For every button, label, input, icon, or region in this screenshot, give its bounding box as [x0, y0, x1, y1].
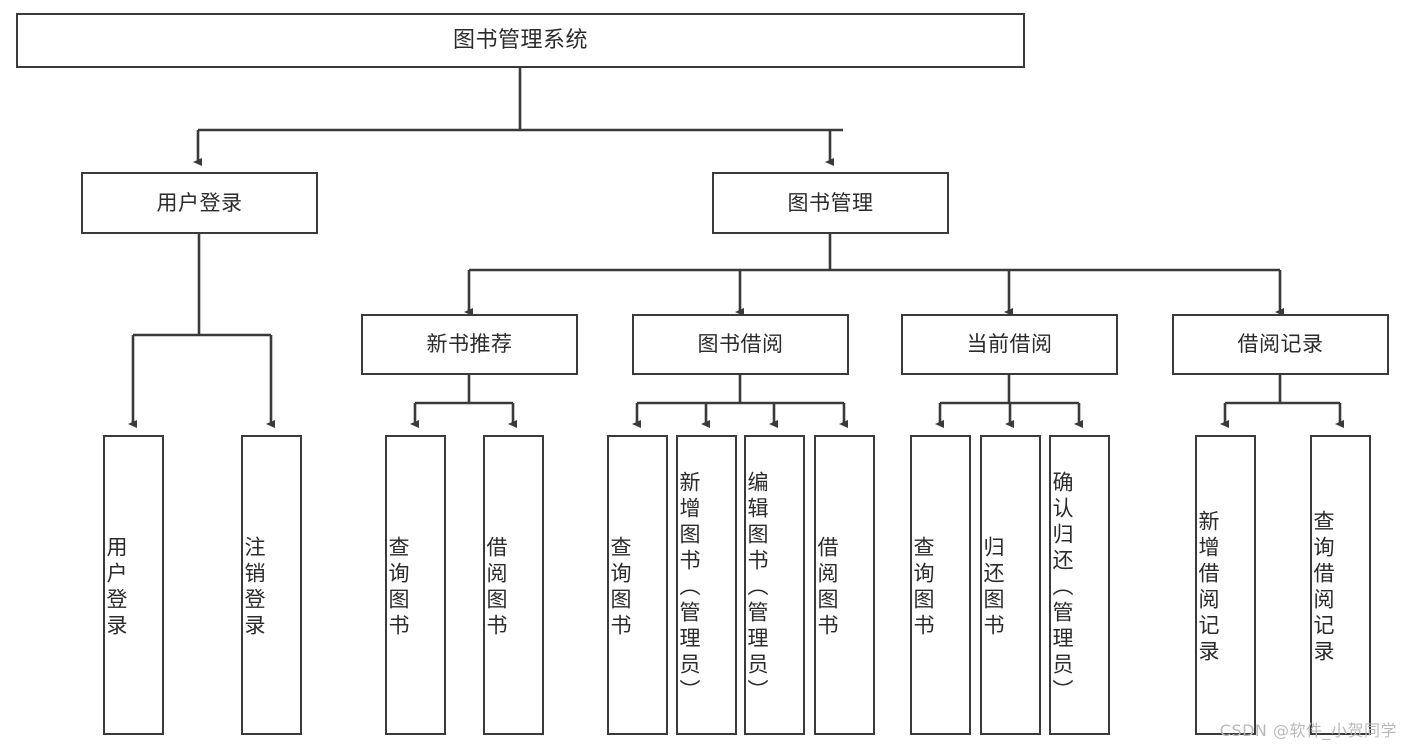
node-label: 新书推荐 [426, 332, 513, 357]
node-label: 图书管理 [787, 190, 874, 215]
leaf-new-book-query[interactable]: 查询图书 [385, 435, 446, 735]
node-label: 查询图书 [608, 536, 632, 640]
node-label: 注销登录 [242, 536, 266, 640]
node-label: 查询图书 [911, 536, 935, 640]
node-label: 借阅图书 [815, 536, 839, 640]
leaf-user-login-logout[interactable]: 注销登录 [241, 435, 302, 735]
node-label: 用户登录 [104, 536, 128, 640]
node-label: 当前借阅 [966, 332, 1053, 357]
node-user-login[interactable]: 用户登录 [81, 172, 318, 234]
node-label: 确认归还（管理员） [1050, 471, 1074, 705]
node-borrow-record[interactable]: 借阅记录 [1172, 314, 1389, 375]
node-label: 查询借阅记录 [1311, 510, 1335, 666]
leaf-borrow-record-query[interactable]: 查询借阅记录 [1310, 435, 1371, 735]
node-current-borrow[interactable]: 当前借阅 [901, 314, 1118, 375]
node-label: 图书借阅 [697, 332, 784, 357]
node-label: 查询图书 [386, 536, 410, 640]
leaf-current-borrow-return[interactable]: 归还图书 [980, 435, 1041, 735]
node-label: 新增图书（管理员） [677, 471, 701, 705]
leaf-borrow-record-add[interactable]: 新增借阅记录 [1195, 435, 1256, 735]
leaf-book-borrow-edit[interactable]: 编辑图书（管理员） [744, 435, 805, 735]
leaf-book-borrow-borrow[interactable]: 借阅图书 [814, 435, 875, 735]
leaf-user-login-login[interactable]: 用户登录 [103, 435, 164, 735]
connector-lines [128, 68, 1344, 428]
node-label: 借阅图书 [484, 536, 508, 640]
node-book-borrow[interactable]: 图书借阅 [632, 314, 849, 375]
node-label: 新增借阅记录 [1196, 510, 1220, 666]
leaf-book-borrow-add[interactable]: 新增图书（管理员） [676, 435, 737, 735]
node-label: 借阅记录 [1237, 332, 1324, 357]
node-root-system[interactable]: 图书管理系统 [16, 13, 1025, 68]
watermark-text: CSDN @软件_小贺同学 [1219, 721, 1397, 740]
node-label: 用户登录 [156, 190, 243, 215]
node-book-management[interactable]: 图书管理 [712, 172, 949, 234]
node-label: 图书管理系统 [452, 27, 588, 53]
leaf-book-borrow-query[interactable]: 查询图书 [607, 435, 668, 735]
node-label: 编辑图书（管理员） [745, 471, 769, 705]
node-new-book-recommend[interactable]: 新书推荐 [361, 314, 578, 375]
node-label: 归还图书 [981, 536, 1005, 640]
leaf-current-borrow-query[interactable]: 查询图书 [910, 435, 971, 735]
leaf-new-book-borrow[interactable]: 借阅图书 [483, 435, 544, 735]
leaf-current-borrow-confirm[interactable]: 确认归还（管理员） [1049, 435, 1110, 735]
